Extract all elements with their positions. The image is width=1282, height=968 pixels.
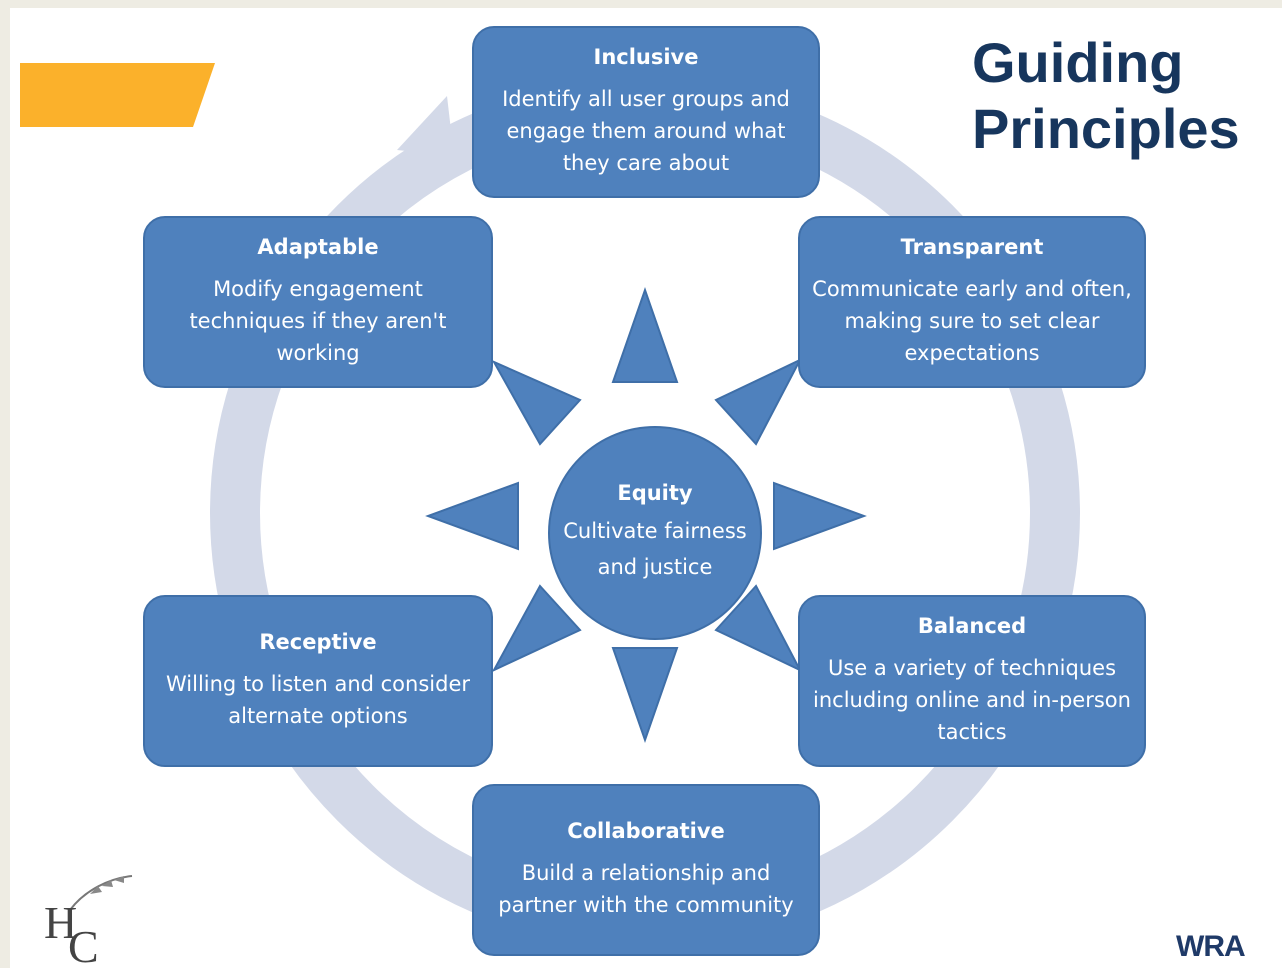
page-title: Guiding Principles — [972, 31, 1240, 160]
principle-description: Modify engagement techniques if they are… — [189, 277, 447, 365]
principle-collaborative: Collaborative Build a relationship and p… — [472, 784, 820, 956]
principle-title: Adaptable — [257, 235, 379, 259]
ray-up — [611, 286, 679, 383]
wra-logo: WRA — [1176, 930, 1246, 963]
principle-description: Use a variety of techniques including on… — [813, 656, 1131, 744]
ray-lower-right — [714, 584, 803, 673]
ray-upper-right — [714, 357, 803, 446]
principle-inclusive: Inclusive Identify all user groups and e… — [472, 26, 820, 198]
principle-adaptable: Adaptable Modify engagement techniques i… — [143, 216, 493, 388]
hc-logo: H C — [44, 875, 133, 966]
principle-description: Communicate early and often, making sure… — [812, 277, 1132, 365]
principle-transparent: Transparent Communicate early and often,… — [798, 216, 1146, 388]
svg-text:H: H — [44, 897, 77, 948]
sun-rays — [425, 286, 867, 744]
ray-right — [773, 481, 867, 551]
principle-description: Build a relationship and partner with th… — [498, 861, 794, 917]
principle-balanced: Balanced Use a variety of techniques inc… — [798, 595, 1146, 767]
principle-description: Willing to listen and consider alternate… — [165, 672, 470, 728]
slide: Guiding Principles Inclusive Identify al… — [10, 8, 1282, 968]
principle-title: Balanced — [917, 614, 1027, 638]
accent-banner — [20, 63, 215, 127]
principle-title: Transparent — [900, 235, 1044, 259]
ray-lower-left — [491, 584, 582, 673]
center-title: Equity — [617, 481, 693, 505]
ray-left — [425, 481, 519, 551]
ray-upper-left — [491, 359, 582, 446]
cycle-arrowhead — [397, 96, 454, 156]
principle-description: Identify all user groups and engage them… — [502, 87, 790, 175]
principle-receptive: Receptive Willing to listen and consider… — [143, 595, 493, 767]
center-equity: Equity Cultivate fairness and justice — [548, 426, 762, 640]
svg-text:C: C — [68, 921, 99, 966]
principle-title: Receptive — [259, 630, 377, 654]
ray-down — [611, 647, 679, 744]
principle-title: Collaborative — [567, 819, 725, 843]
center-description: Cultivate fairness and justice — [563, 519, 747, 579]
principle-title: Inclusive — [593, 45, 699, 69]
